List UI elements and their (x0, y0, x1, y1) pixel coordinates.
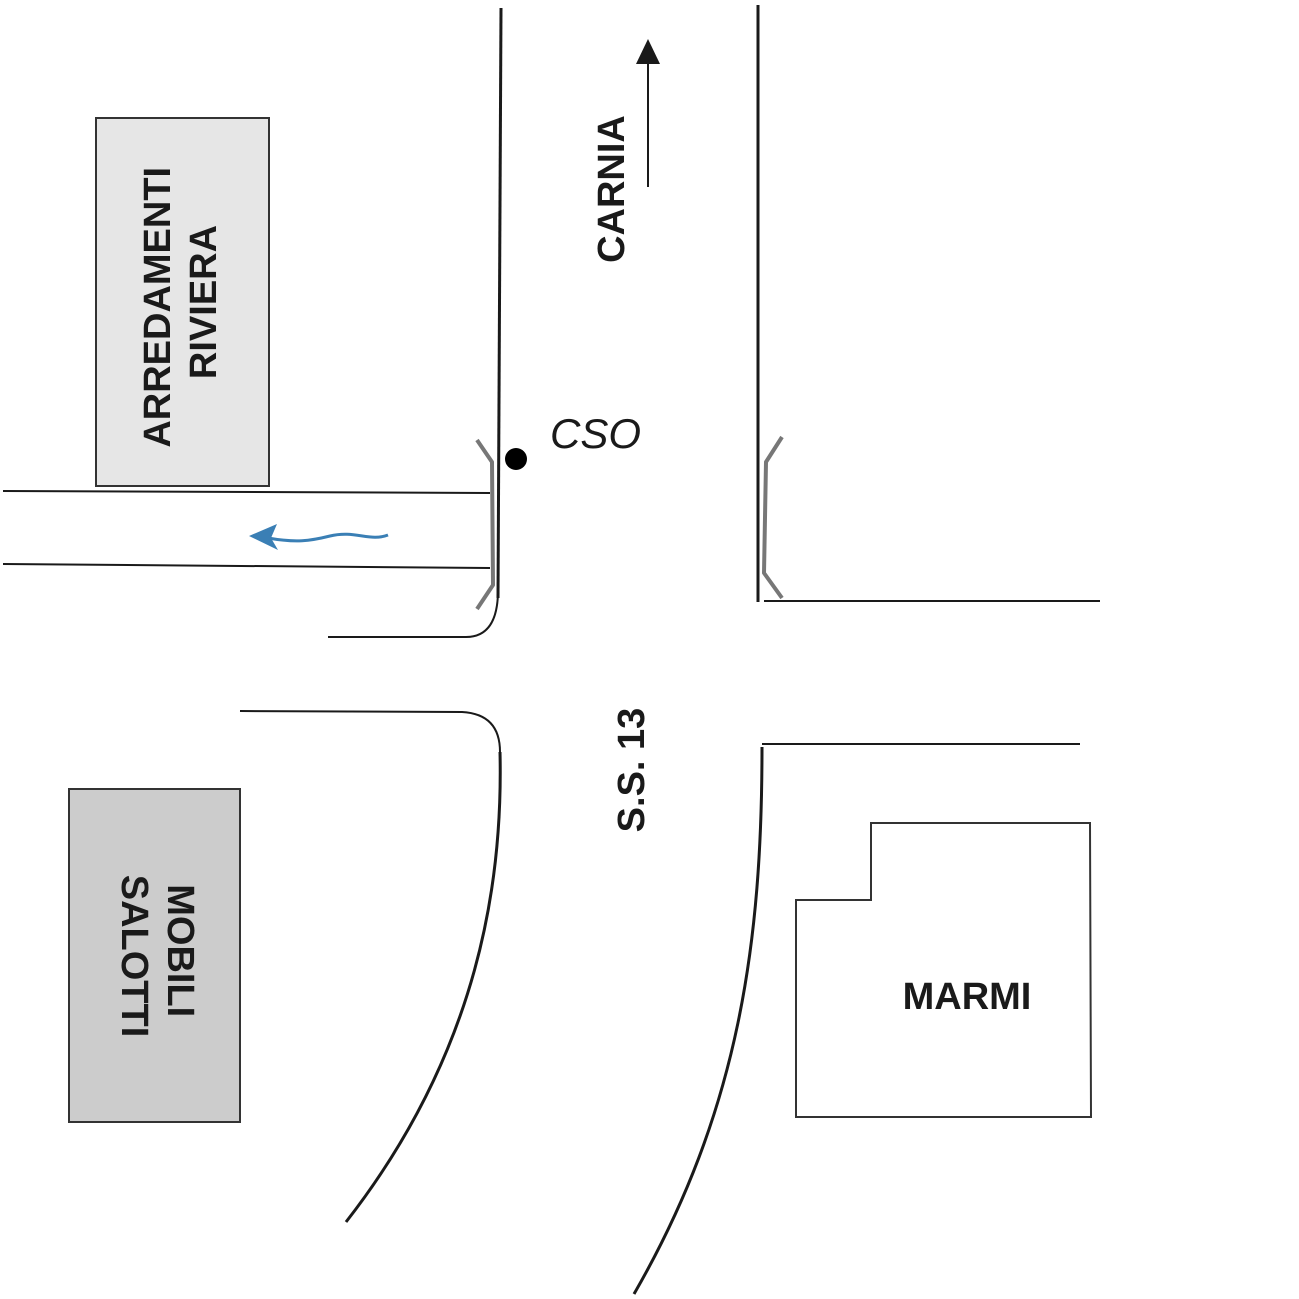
marmi-building (795, 822, 1093, 1118)
northwest-corner-curve (328, 589, 499, 638)
road-edges (2, 5, 1100, 1295)
west-grate (475, 438, 495, 611)
cso-site-marker (505, 448, 527, 470)
cso-label: CSO (550, 410, 641, 457)
arredamenti-label-line1: ARREDAMENTI (137, 167, 179, 448)
southwest-corner-curve (239, 710, 501, 753)
mobili-label: MOBILI SALOTTI (113, 875, 201, 1038)
carnia-road-label: CARNIA (591, 115, 633, 263)
main-road-west-curve (344, 751, 502, 1223)
mobili-salotti-building (68, 788, 241, 1123)
arredamenti-label-line2: RIVIERA (183, 225, 225, 379)
north-direction-arrow (636, 39, 660, 187)
north-road-west-edge (496, 7, 503, 599)
arredamenti-riviera-building (95, 117, 270, 487)
arredamenti-label: ARREDAMENTI RIVIERA (137, 156, 225, 447)
water-flow-arrow (249, 524, 389, 550)
ss13-road-label: S.S. 13 (611, 708, 653, 833)
main-road-east-curve (632, 746, 764, 1295)
side-road-north-edge (2, 490, 491, 494)
mobili-label-line1: MOBILI (159, 884, 201, 1017)
mobili-label-line2: SALOTTI (113, 875, 155, 1038)
marmi-label: MARMI (903, 976, 1032, 1018)
side-road-south-edge (2, 563, 491, 569)
east-grate (762, 435, 784, 600)
